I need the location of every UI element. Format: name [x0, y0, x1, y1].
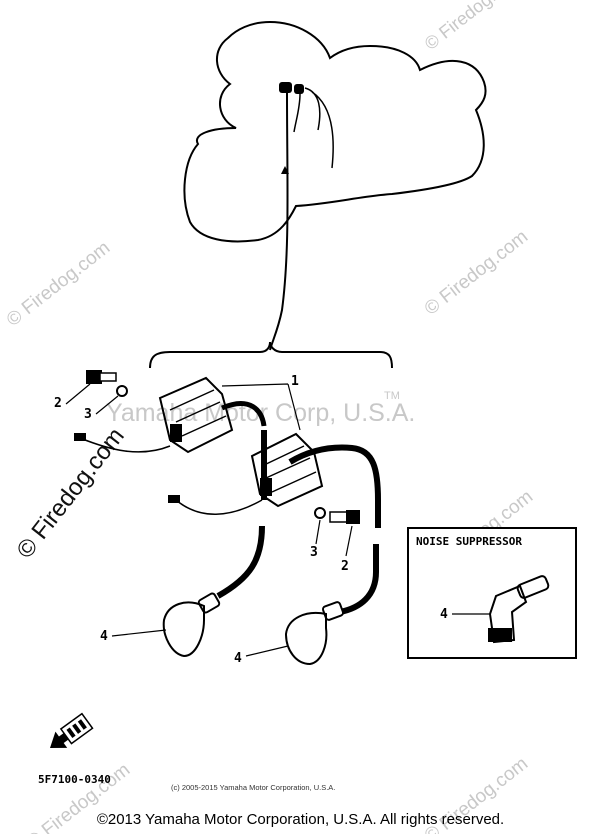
- top-connector-right: [294, 84, 304, 94]
- callout-4-inset: 4: [440, 607, 448, 622]
- callout-4-right: 4: [234, 651, 242, 666]
- watermark-tm: TM: [384, 390, 400, 402]
- ht-cord-right-lower: [339, 544, 379, 615]
- leader-2-left: [65, 383, 91, 405]
- top-connector-left: [279, 82, 292, 93]
- lead-connector-left: [74, 433, 86, 441]
- plug-cap-right: [284, 601, 345, 666]
- plug-cap-left: [162, 592, 221, 658]
- ht-cord-right: [288, 444, 381, 528]
- callout-3-right: 3: [310, 545, 318, 560]
- watermark-firedog-right-mid: © Firedog.com: [421, 226, 532, 319]
- main-harness-wire: [269, 91, 289, 351]
- bolt-right: [329, 510, 360, 524]
- inset-title: NOISE SUPPRESSOR: [416, 535, 522, 548]
- motorcycle-outline: [183, 20, 487, 243]
- lead-wire-left: [79, 437, 171, 453]
- washer-right: [314, 507, 326, 519]
- lead-connector-right: [168, 495, 180, 503]
- ignition-coil-left: [158, 376, 267, 454]
- washer-left: [116, 385, 128, 397]
- fine-copyright: (c) 2005-2015 Yamaha Motor Corporation, …: [171, 783, 335, 792]
- leader-3-left: [95, 395, 119, 415]
- callout-1: 1: [291, 374, 299, 389]
- leader-3-right: [315, 519, 321, 545]
- lead-wire-right: [175, 499, 263, 515]
- leader-4-left: [111, 629, 167, 637]
- bolt-left: [86, 370, 117, 384]
- watermark-firedog-diagonal: © Firedog.com: [11, 423, 129, 564]
- top-lead-wire: [293, 87, 334, 169]
- ht-cord-left-lower: [216, 525, 265, 599]
- callout-3-left: 3: [84, 407, 92, 422]
- arrow-up: [281, 166, 289, 174]
- callout-4-left: 4: [100, 629, 108, 644]
- callout-2-left: 2: [54, 396, 62, 411]
- suppressor-plug-cap: [488, 575, 550, 644]
- footer-copyright: ©2013 Yamaha Motor Corporation, U.S.A. A…: [96, 811, 505, 828]
- callout-2-right: 2: [341, 559, 349, 574]
- leader-1: [221, 383, 301, 431]
- watermark-firedog-left-mid: © Firedog.com: [3, 237, 114, 330]
- leader-2-right: [345, 525, 353, 557]
- assembly-bracket: [149, 341, 393, 369]
- front-direction-icon: [50, 712, 94, 748]
- watermark-firedog-top-right: © Firedog.com: [421, 0, 527, 54]
- leader-4-right: [245, 645, 289, 657]
- part-code: 5F7100-0340: [38, 773, 111, 786]
